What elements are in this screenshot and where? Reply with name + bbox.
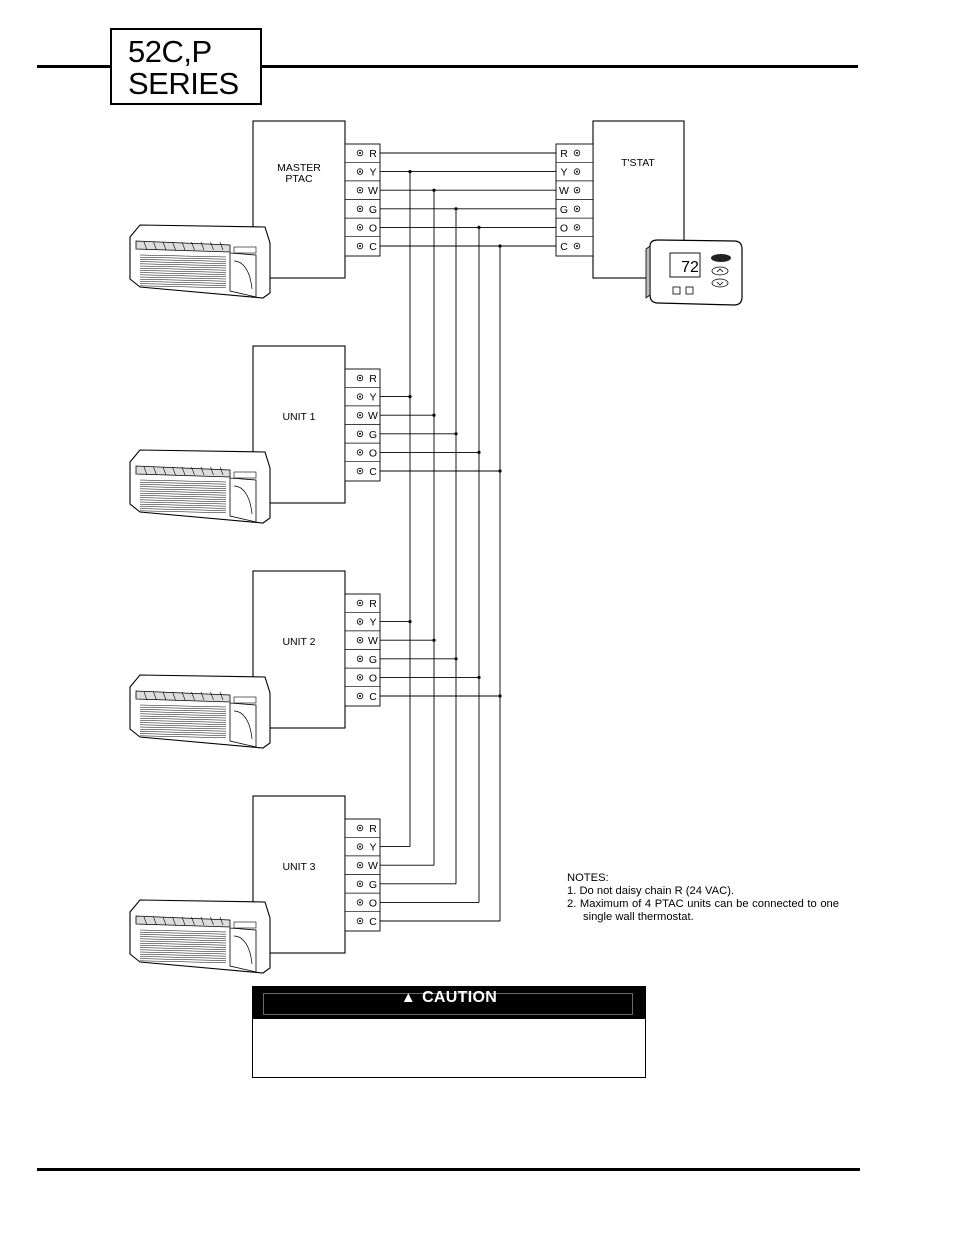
terminal-label: R [369, 148, 377, 160]
terminal-label: O [369, 897, 377, 909]
junction-dot [454, 207, 458, 211]
tstat-label: T'STAT [621, 157, 655, 169]
terminal-block [344, 593, 381, 707]
junction-dot [408, 395, 412, 399]
terminal-label: R [369, 373, 377, 385]
terminal-label: C [369, 916, 377, 928]
terminal-label: Y [369, 617, 376, 629]
terminal-block [344, 368, 381, 482]
junction-dot [454, 432, 458, 436]
caution-text: CAUTION [422, 989, 498, 1006]
terminal-label: W [368, 860, 378, 872]
terminal-block [344, 143, 381, 257]
tstat-terminal-block [555, 143, 594, 257]
terminal-label: W [368, 185, 378, 197]
thermostat-device: 72 [645, 239, 743, 306]
note-item-2: 2. Maximum of 4 PTAC units can be connec… [567, 898, 839, 923]
junction-dot [498, 694, 502, 698]
terminal-label: O [369, 447, 377, 459]
unit-label: UNIT 3 [282, 861, 315, 873]
tstat-terminal-label: O [560, 222, 568, 234]
mode-button [672, 286, 681, 295]
caution-banner-frame [263, 993, 633, 1015]
tstat-terminal-label: G [560, 204, 568, 216]
notes: NOTES: 1. Do not daisy chain R (24 VAC).… [567, 872, 839, 924]
junction-dot [477, 675, 481, 680]
terminal-label: Y [369, 842, 376, 854]
junction-dot [408, 620, 412, 624]
terminal-label: R [369, 823, 377, 835]
unit-label: UNIT 1 [282, 411, 315, 423]
terminal-label: W [368, 635, 378, 647]
unit-label: UNIT 2 [282, 636, 315, 648]
junction-dot [454, 657, 458, 661]
terminal-label: Y [369, 167, 376, 179]
terminal-label: C [369, 691, 377, 703]
tstat-display [669, 252, 701, 278]
notes-heading: NOTES: [567, 872, 609, 884]
terminal-label: W [368, 410, 378, 422]
series-title-box: 52C,P SERIES [110, 28, 262, 105]
fan-button [685, 286, 694, 295]
terminal-label: O [369, 672, 377, 684]
tstat-terminal-label: W [559, 185, 569, 197]
junction-dot [498, 244, 502, 248]
terminal-label: O [369, 222, 377, 234]
terminal-label: G [369, 429, 377, 441]
down-arrow-icon [711, 278, 729, 288]
unit-label: MASTER [277, 162, 321, 174]
warning-triangle-icon: ▲ [400, 989, 417, 1006]
junction-dot [498, 469, 502, 473]
terminal-label: Y [369, 392, 376, 404]
up-arrow-icon [711, 266, 729, 276]
series-title-line2: SERIES [128, 66, 239, 101]
tstat-display-value: 72 [681, 259, 699, 276]
tstat-terminal-label: Y [560, 167, 567, 179]
junction-dot [432, 638, 436, 642]
brand-logo-icon [711, 254, 731, 262]
terminal-label: G [369, 654, 377, 666]
terminal-label: G [369, 879, 377, 891]
series-title-line1: 52C,P [128, 34, 212, 69]
terminal-label: C [369, 466, 377, 478]
junction-dot [432, 188, 436, 192]
junction-dot [477, 450, 481, 454]
junction-dot [408, 170, 412, 174]
terminal-label: G [369, 204, 377, 216]
header-rule [37, 65, 858, 68]
footer-rule [37, 1168, 860, 1171]
note-item-1: 1. Do not daisy chain R (24 VAC). [567, 885, 735, 897]
tstat-terminal-label: C [560, 241, 568, 253]
caution-box: ▲ CAUTION [252, 986, 646, 1078]
junction-dot [477, 225, 481, 229]
caution-label: ▲ CAUTION [253, 989, 645, 1007]
tstat-terminal-label: R [560, 148, 568, 160]
caution-banner: ▲ CAUTION [253, 987, 645, 1019]
unit-label: PTAC [285, 173, 313, 185]
terminal-block [344, 818, 381, 932]
terminal-label: C [369, 241, 377, 253]
junction-dot [432, 413, 436, 417]
wires [380, 152, 556, 922]
terminal-label: R [369, 598, 377, 610]
